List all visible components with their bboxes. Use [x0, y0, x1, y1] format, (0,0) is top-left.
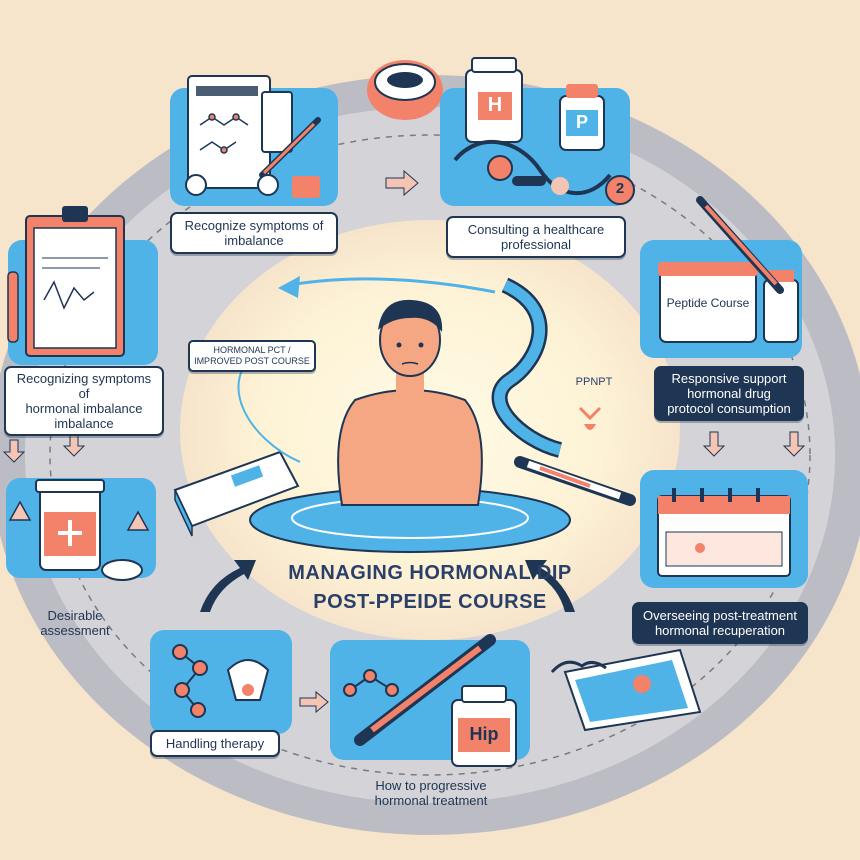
diagram-title: MANAGING HORMONAL DIP POST-PPEIDE COURSE [230, 562, 630, 614]
bottle-h-label: H [487, 94, 503, 116]
arrow-bottom-right [525, 560, 575, 612]
center-syringe [514, 456, 636, 506]
step-label-5: Desirable assessment [40, 608, 110, 638]
panel-recuperation [640, 470, 808, 588]
arrow-top-right [385, 169, 419, 197]
step-label-1: Recognize symptoms of imbalance [170, 212, 338, 254]
panel-assessment [6, 478, 156, 581]
arrow-top-head [278, 276, 300, 298]
device-sign: HORMONAL PCT / IMPROVED POST COURSE [188, 340, 316, 372]
panel-progressive-treatment [330, 634, 530, 767]
step-label-2: Consulting a healthcare professional [446, 216, 626, 258]
panel-consulting [440, 57, 635, 206]
bottle-hip-label: Hip [469, 724, 499, 744]
person-figure [249, 299, 571, 553]
title-line-1: MANAGING HORMONAL DIP [288, 562, 572, 584]
arrow-bottom-left [200, 560, 256, 612]
panel-recognize-symptoms [170, 75, 338, 206]
title-line-2: POST-PPEIDE COURSE [313, 591, 547, 613]
jar-label: Peptide Course [666, 296, 750, 310]
notebook-glasses [550, 648, 702, 732]
step-label-4: Responsive support hormonal drug protoco… [654, 366, 804, 421]
arrow-top-curve [289, 277, 496, 294]
pin-icon [578, 406, 602, 430]
step-label-8: How to progressive hormonal treatment [374, 778, 488, 808]
step-label-3: Recognizing symptoms of hormonal imbalan… [4, 366, 164, 436]
flow-path [49, 134, 811, 776]
badge-number: 2 [615, 180, 625, 197]
panel-therapy [150, 630, 292, 734]
dna-ribbon [491, 277, 563, 458]
bottle-p-label: P [575, 112, 588, 132]
panel-hormonal-chart [7, 206, 158, 365]
step-label-7: Handling therapy [150, 730, 280, 757]
ppnpt-label: PPNPT [575, 376, 613, 388]
panel-protocol [640, 196, 802, 358]
step-label-6: Overseeing post-treatment hormonal recup… [632, 602, 808, 644]
arrow-bottom-mid [299, 690, 329, 714]
pill-bowl [367, 60, 443, 120]
device-box [173, 450, 300, 537]
down-arrows-right [702, 431, 806, 457]
